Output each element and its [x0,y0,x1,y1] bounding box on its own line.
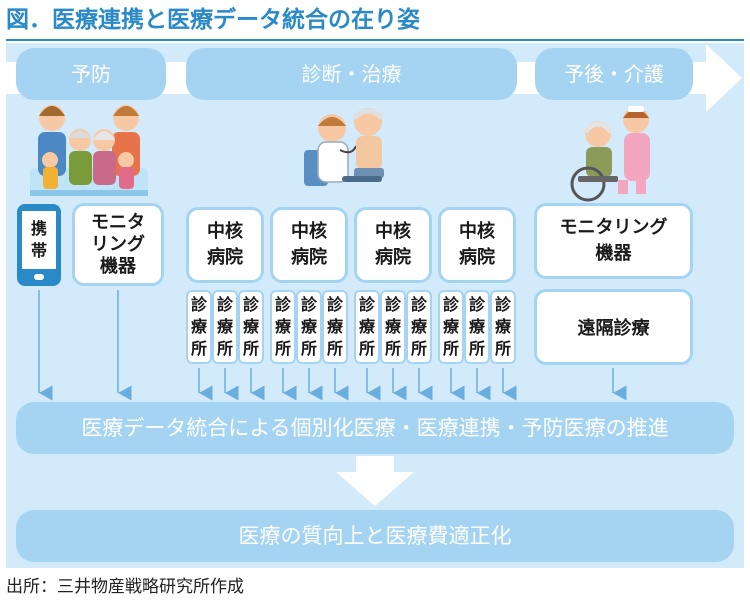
clinic: 診療所 [406,290,432,364]
clinic: 診療所 [212,290,238,364]
source-note: 出所：三井物産戦略研究所作成 [6,577,244,597]
outcome-bar: 医療の質向上と医療費適正化 [16,510,734,562]
illustrations [30,105,650,202]
hospital-2: 中核 病院 [270,207,348,283]
family-illustration [30,105,148,196]
integration-bar: 医療データ統合による個別化医療・医療連携・予防医療の推進 [16,402,734,454]
monitoring-device-right: モニタリング 機器 [534,203,693,279]
hospital-3: 中核 病院 [354,207,432,283]
doctor-patient-illustration [304,108,384,186]
mobile-device: 携 帯 [17,204,61,286]
clinic: 診療所 [322,290,348,364]
clinic: 診療所 [380,290,406,364]
phase-diagnosis: 診断・治療 [186,48,517,100]
title-rule [6,39,744,41]
clinic: 診療所 [464,290,490,364]
outcome-arrow [336,456,414,506]
clinic: 診療所 [438,290,464,364]
hospital-4: 中核 病院 [438,207,516,283]
clinic: 診療所 [186,290,212,364]
caregiver-illustration [570,106,650,202]
connector-arrows [38,290,627,401]
clinic: 診療所 [354,290,380,364]
mobile-label: 携 帯 [22,211,56,269]
page-title: 図．医療連携と医療データ統合の在り姿 [6,6,420,33]
clinic: 診療所 [270,290,296,364]
phone-home-button [34,274,44,280]
phase-prevention: 予防 [16,48,166,100]
monitoring-device-left: モニタ リング 機器 [72,203,164,286]
clinic: 診療所 [490,290,516,364]
clinic: 診療所 [296,290,322,364]
clinic: 診療所 [238,290,264,364]
remote-consultation-box: 遠隔診療 [534,289,693,365]
hospital-1: 中核 病院 [186,207,264,283]
phase-care: 予後・介護 [535,48,693,100]
